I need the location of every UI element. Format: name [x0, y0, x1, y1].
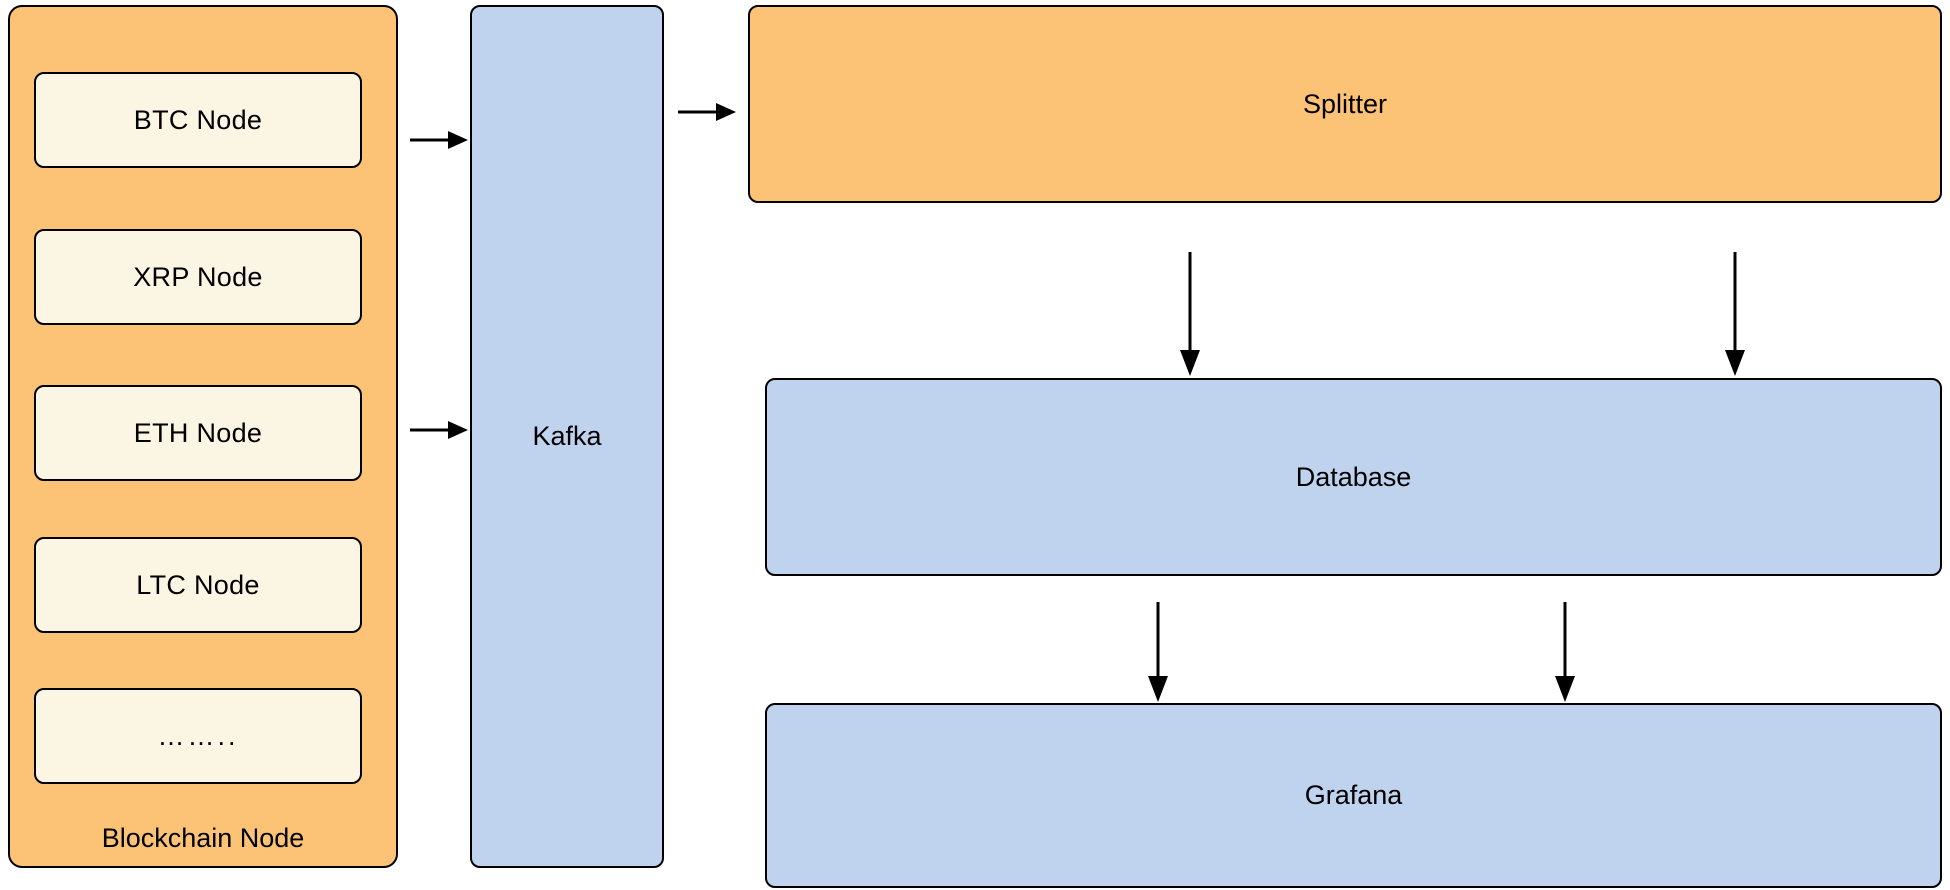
chain-node-label: BTC Node — [133, 104, 263, 135]
database-stage[interactable]: Database — [765, 378, 1942, 576]
chain-node-label: LTC Node — [136, 569, 260, 600]
chain-node-label: XRP Node — [133, 261, 263, 292]
chain-node-xrp[interactable]: XRP Node — [34, 229, 362, 325]
chain-node-ellipsis[interactable]: …….. — [34, 688, 362, 784]
blockchain-node-group-label: Blockchain Node — [101, 823, 305, 853]
arrow-splitter-to-database-right — [1720, 250, 1750, 378]
arrow-splitter-to-database-left — [1175, 250, 1205, 378]
chain-node-btc[interactable]: BTC Node — [34, 72, 362, 168]
grafana-label: Grafana — [1304, 780, 1403, 810]
chain-node-ltc[interactable]: LTC Node — [34, 537, 362, 633]
grafana-stage[interactable]: Grafana — [765, 703, 1942, 888]
blockchain-node-group[interactable]: BTC Node XRP Node ETH Node LTC Node ……..… — [8, 5, 398, 868]
chain-node-label: …….. — [157, 720, 239, 751]
arrow-kafka-to-splitter — [676, 98, 738, 126]
kafka-stage[interactable]: Kafka — [470, 5, 664, 868]
arrow-database-to-grafana-right — [1550, 600, 1580, 704]
arrow-btc-to-kafka — [408, 126, 470, 154]
arrow-database-to-grafana-left — [1143, 600, 1173, 704]
splitter-label: Splitter — [1302, 88, 1388, 119]
chain-node-eth[interactable]: ETH Node — [34, 385, 362, 481]
chain-node-label: ETH Node — [133, 417, 263, 448]
database-label: Database — [1295, 461, 1412, 492]
splitter-stage[interactable]: Splitter — [748, 5, 1942, 203]
arrow-eth-to-kafka — [408, 416, 470, 444]
kafka-label: Kafka — [532, 421, 602, 451]
